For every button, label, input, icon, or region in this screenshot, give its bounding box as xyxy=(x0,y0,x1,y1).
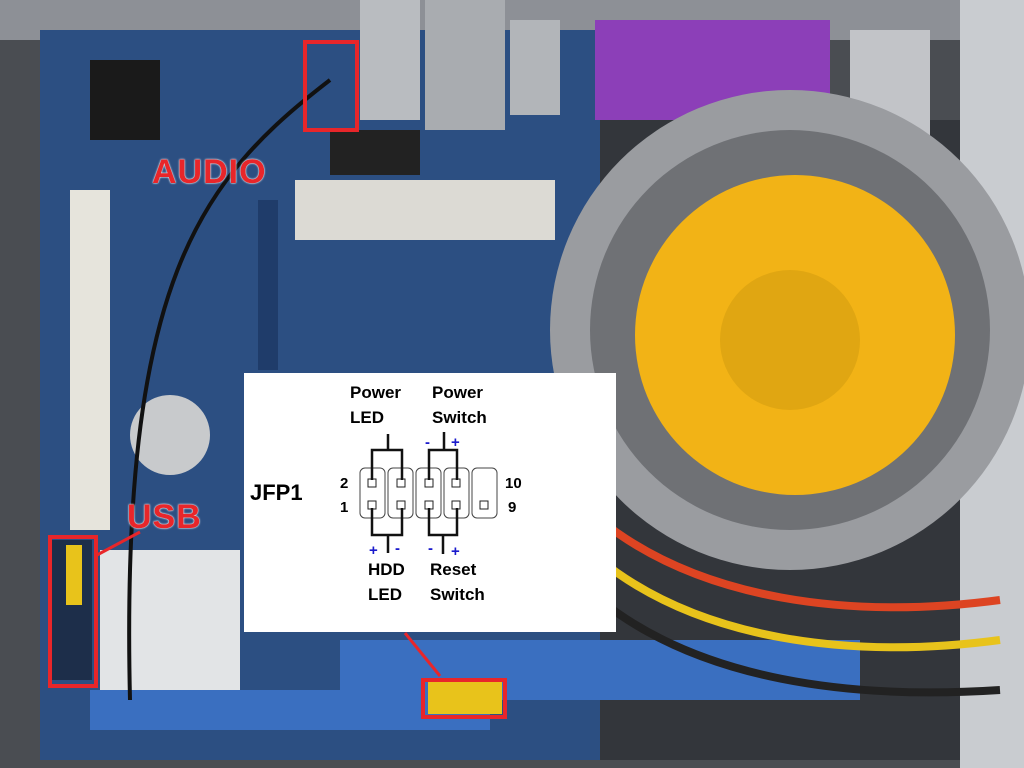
audio-highlight-box xyxy=(303,40,359,132)
header-name: JFP1 xyxy=(250,480,303,505)
hdd-led-label-1: HDD xyxy=(368,560,405,579)
front-panel-header-highlight-box xyxy=(421,678,507,719)
pin-number-9: 9 xyxy=(508,499,516,516)
usb-arrow xyxy=(96,530,141,557)
power-led-label-1: Power xyxy=(350,383,401,402)
hdd-led-minus: - xyxy=(395,540,400,557)
pin-number-10: 10 xyxy=(505,475,522,492)
reset-switch-label-1: Reset xyxy=(430,560,477,579)
jfp1-pinout-diagram: Power LED Power Switch JFP1 2 1 10 9 - +… xyxy=(244,373,616,632)
usb-highlight-box xyxy=(48,535,98,688)
hdd-led-plus: + xyxy=(369,542,378,559)
hdd-led-label-2: LED xyxy=(368,585,402,604)
power-switch-plus: + xyxy=(451,434,460,451)
power-switch-label-1: Power xyxy=(432,383,483,402)
audio-label: AUDIO xyxy=(152,153,267,191)
reset-switch-plus: + xyxy=(451,543,460,560)
reset-switch-label-2: Switch xyxy=(430,585,485,604)
reset-switch-minus: - xyxy=(428,540,433,557)
usb-label: USB xyxy=(127,498,202,536)
power-switch-label-2: Switch xyxy=(432,408,487,427)
power-switch-minus: - xyxy=(425,434,430,451)
pin-number-2: 2 xyxy=(340,475,348,492)
power-led-label-2: LED xyxy=(350,408,384,427)
pin-number-1: 1 xyxy=(340,499,348,516)
header-arrow xyxy=(403,632,442,677)
